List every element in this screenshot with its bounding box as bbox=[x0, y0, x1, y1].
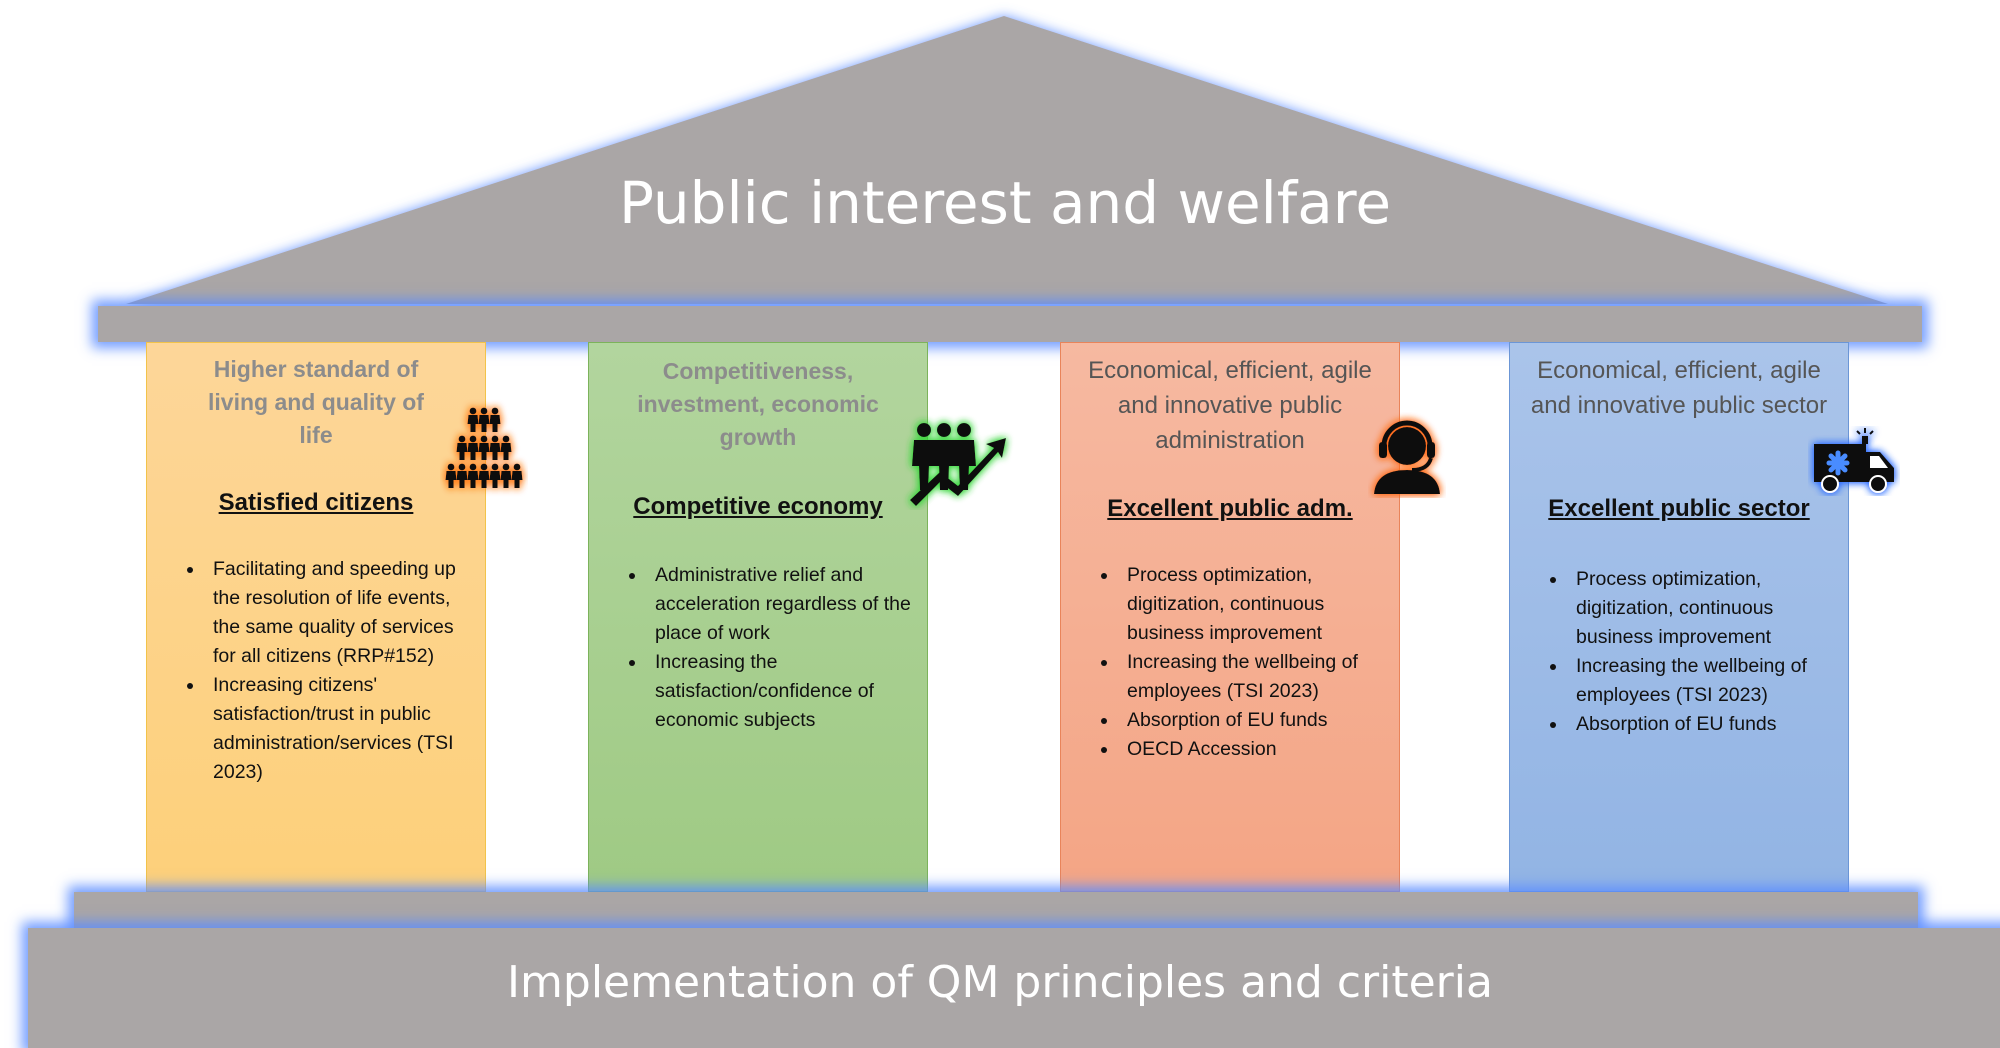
pillar-heading: Competitiveness, investment, economic gr… bbox=[637, 358, 879, 450]
pillar-excellent-public-sector: Economical, efficient, agile and innovat… bbox=[1509, 342, 1849, 892]
pillar-satisfied-citizens: Higher standard of living and quality of… bbox=[146, 342, 486, 892]
ambulance-icon bbox=[1814, 428, 1894, 493]
roof-title: Public interest and welfare bbox=[618, 169, 1392, 237]
list-item: Absorption of EU funds bbox=[1568, 710, 1836, 739]
pillar-excellent-public-adm: Economical, efficient, agile and innovat… bbox=[1060, 342, 1400, 892]
list-item: OECD Accession bbox=[1119, 735, 1387, 764]
list-item: Increasing the wellbeing of employees (T… bbox=[1568, 652, 1836, 710]
roof-triangle bbox=[126, 16, 1888, 304]
people-growth-icon bbox=[910, 423, 1006, 506]
list-item: Increasing the satisfaction/confidence o… bbox=[647, 648, 915, 735]
list-item: Absorption of EU funds bbox=[1119, 706, 1387, 735]
list-item: Process optimization, digitization, cont… bbox=[1568, 565, 1836, 652]
pillar-heading: Economical, efficient, agile and innovat… bbox=[1088, 357, 1372, 454]
pillar-list: Process optimization, digitization, cont… bbox=[1528, 565, 1836, 739]
pillar-list: Process optimization, digitization, cont… bbox=[1079, 561, 1387, 764]
list-item: Process optimization, digitization, cont… bbox=[1119, 561, 1387, 648]
pillar-list: Facilitating and speeding up the resolut… bbox=[165, 555, 473, 787]
pillar-list: Administrative relief and acceleration r… bbox=[607, 561, 915, 735]
pillar-subheading: Competitive economy bbox=[633, 493, 883, 520]
pillar-heading: Economical, efficient, agile and innovat… bbox=[1530, 357, 1828, 419]
list-item: Increasing citizens' satisfaction/trust … bbox=[205, 671, 473, 787]
pillar-subheading: Excellent public sector bbox=[1548, 495, 1810, 522]
list-item: Increasing the wellbeing of employees (T… bbox=[1119, 648, 1387, 706]
base-foundation bbox=[28, 928, 2000, 1048]
base-step bbox=[74, 892, 1918, 928]
pillar-subheading: Excellent public adm. bbox=[1107, 495, 1353, 522]
pillar-competitive-economy: Competitiveness, investment, economic gr… bbox=[588, 342, 928, 892]
list-item: Facilitating and speeding up the resolut… bbox=[205, 555, 473, 671]
list-item: Administrative relief and acceleration r… bbox=[647, 561, 915, 648]
people-group-icon bbox=[445, 407, 523, 488]
support-agent-icon bbox=[1374, 420, 1440, 494]
pillar-heading: Higher standard of living and quality of… bbox=[208, 356, 424, 448]
base-title: Implementation of QM principles and crit… bbox=[507, 957, 1493, 1008]
roof-lintel bbox=[98, 306, 1922, 342]
pillar-subheading: Satisfied citizens bbox=[218, 489, 414, 516]
